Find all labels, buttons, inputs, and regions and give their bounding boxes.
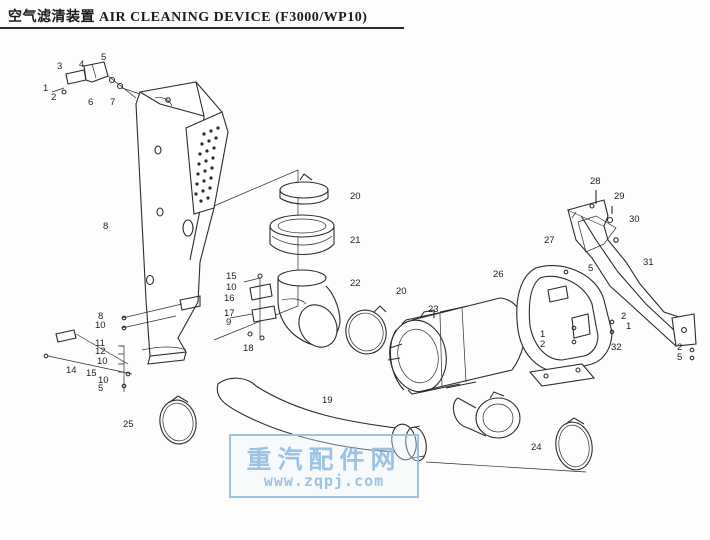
- callout-21: 21: [350, 235, 361, 246]
- intake-grille-holes: [194, 126, 220, 203]
- callout-11: 11: [95, 338, 105, 349]
- lower-mounting-rods: [43, 303, 183, 375]
- callout-5: 5: [677, 352, 683, 363]
- callout-31: 31: [643, 257, 654, 268]
- callout-5: 5: [98, 383, 104, 394]
- intake-riser-duct: [135, 81, 229, 365]
- callout-24: 24: [531, 442, 542, 453]
- title-underline: [0, 27, 404, 29]
- top-bracket-assembly: [51, 61, 141, 99]
- callout-26: 26: [493, 269, 504, 280]
- callout-1: 1: [626, 321, 632, 332]
- callout-20: 20: [396, 286, 407, 297]
- callout-5: 5: [588, 263, 594, 274]
- callout-32: 32: [611, 342, 622, 353]
- callout-8: 8: [103, 221, 109, 232]
- callout-2: 2: [51, 92, 57, 103]
- callout-8: 8: [98, 311, 104, 322]
- air-filter-housing: [387, 297, 526, 439]
- callout-16: 16: [224, 293, 235, 304]
- callout-14: 14: [66, 365, 77, 376]
- hose-clamp-20: [345, 305, 387, 355]
- watermark-box: 重汽配件网 www.zqpj.com: [229, 434, 419, 498]
- callout-27: 27: [544, 235, 555, 246]
- callout-1: 1: [540, 329, 546, 340]
- callout-1: 1: [43, 83, 49, 94]
- callout-17: 17: [224, 308, 235, 319]
- diagram-title: 空气滤清装置 AIR CLEANING DEVICE (F3000/WP10): [8, 10, 368, 25]
- callout-10: 10: [226, 282, 237, 293]
- callout-12: 12: [95, 346, 106, 357]
- callout-15: 15: [226, 271, 237, 282]
- callout-6: 6: [88, 97, 94, 108]
- callout-2: 2: [540, 339, 546, 350]
- callout-15: 15: [86, 368, 97, 379]
- fasteners: [120, 269, 695, 392]
- callout-2: 2: [677, 342, 683, 353]
- callout-29: 29: [614, 191, 625, 202]
- filter-inlet-stack: [213, 169, 341, 348]
- callout-9: 9: [226, 317, 232, 328]
- callout-28: 28: [590, 176, 601, 187]
- callout-19: 19: [322, 395, 333, 406]
- callout-10: 10: [98, 375, 109, 386]
- callout-10: 10: [95, 320, 106, 331]
- callout-4: 4: [79, 59, 85, 70]
- mounting-bracket-arm: [567, 190, 697, 347]
- callout-7: 7: [110, 97, 116, 108]
- callout-25: 25: [123, 419, 134, 430]
- hose-clamp-24: [555, 417, 593, 471]
- filter-support-band: [516, 265, 613, 387]
- callout-30: 30: [629, 214, 640, 225]
- callout-10: 10: [97, 356, 108, 367]
- callout-20: 20: [350, 191, 361, 202]
- callout-22: 22: [350, 278, 361, 289]
- callout-23: 23: [428, 304, 439, 315]
- callout-5: 5: [101, 52, 107, 63]
- callout-3: 3: [57, 61, 63, 72]
- watermark-url: www.zqpj.com: [263, 472, 385, 490]
- intake-hose: [216, 377, 427, 462]
- callout-18: 18: [243, 343, 254, 354]
- leader-line-24: [425, 461, 587, 473]
- callout-2: 2: [621, 311, 627, 322]
- watermark-chinese-text: 重汽配件网: [246, 445, 402, 474]
- hose-clamp-25: [159, 395, 197, 445]
